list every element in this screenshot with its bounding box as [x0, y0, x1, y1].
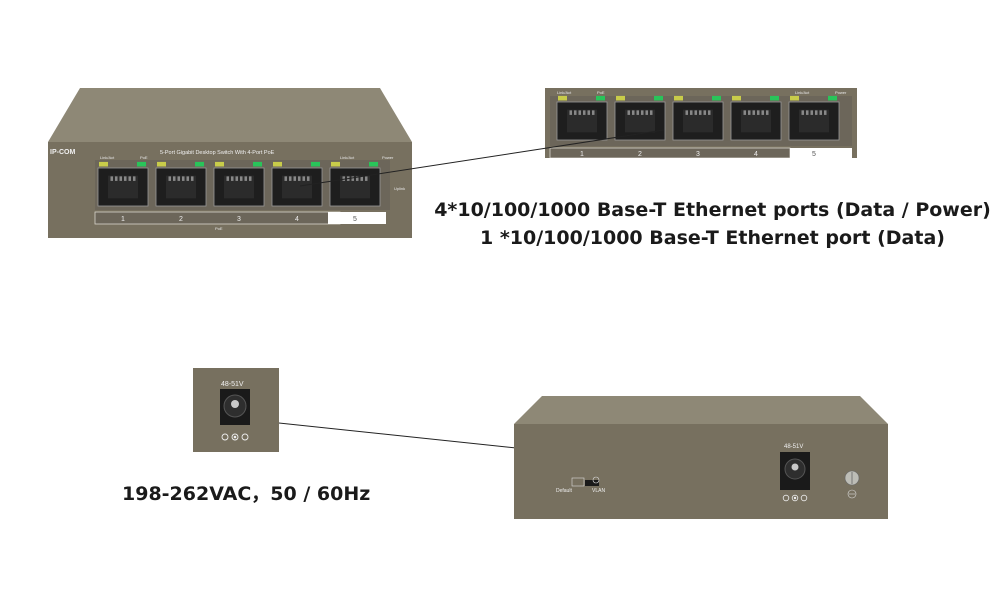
zoom-poe: PoE — [597, 90, 605, 95]
link-act-label: Link/Act — [100, 155, 115, 160]
ethernet-port-3[interactable] — [672, 101, 724, 141]
port-number-4: 4 — [754, 151, 758, 158]
ground-icon — [847, 489, 857, 499]
ports-callout-line — [299, 129, 665, 187]
ethernet-port-4[interactable] — [730, 101, 782, 141]
led-green-4 — [770, 95, 779, 101]
polarity-icon — [221, 433, 229, 441]
zoom-link-act-2: Link/Act — [795, 90, 810, 95]
dip-switch[interactable] — [585, 480, 599, 486]
link-act-label-2: Link/Act — [340, 155, 355, 160]
led-green-5 — [369, 161, 378, 167]
rear-top-face — [514, 396, 888, 424]
polarity-icon-center — [231, 433, 239, 441]
led-yellow-4 — [732, 95, 741, 101]
vlan-icon — [592, 476, 600, 484]
port-number-3: 3 — [696, 151, 700, 158]
led-yellow-3 — [674, 95, 683, 101]
power-label: Power — [382, 155, 394, 160]
default-icon — [571, 477, 585, 487]
led-green-3 — [253, 161, 262, 167]
led-yellow-2 — [157, 161, 166, 167]
uplink-label: Uplink — [394, 186, 405, 191]
port-number-5: 5 — [353, 216, 357, 223]
ethernet-port-2[interactable] — [155, 167, 207, 207]
ethernet-port-1[interactable] — [97, 167, 149, 207]
ethernet-port-3[interactable] — [213, 167, 265, 207]
port-number-2: 2 — [638, 151, 642, 158]
rear-switch-view: Default VLAN 48-51V — [514, 396, 888, 519]
front-switch-view: IP-COM 5-Port Gigabit Desktop Switch Wit… — [48, 88, 412, 238]
led-green-1 — [137, 161, 146, 167]
rear-polarity-icon — [782, 494, 790, 502]
uplink-number-box — [328, 212, 386, 224]
ports-caption: 4*10/100/1000 Base-T Ethernet ports (Dat… — [430, 196, 995, 252]
power-caption: 198-262VAC，50 / 60Hz — [122, 483, 371, 505]
led-yellow-5 — [331, 161, 340, 167]
led-green-5 — [828, 95, 837, 101]
port-number-4: 4 — [295, 216, 299, 223]
ports-caption-line1: 4*10/100/1000 Base-T Ethernet ports (Dat… — [434, 199, 991, 221]
zoom-port-group — [556, 95, 840, 141]
led-green-4 — [311, 161, 320, 167]
jack-zoom-voltage: 48-51V — [221, 381, 244, 388]
ethernet-port-1[interactable] — [556, 101, 608, 141]
front-port-group — [97, 161, 381, 207]
front-port-numbers: 1 2 3 4 5 — [121, 216, 357, 223]
zoom-port-numbers: 1 2 3 4 5 — [580, 151, 816, 158]
power-jack-zoom: 48-51V — [193, 368, 279, 452]
led-green-2 — [654, 95, 663, 101]
led-yellow-1 — [558, 95, 567, 101]
rear-face — [514, 424, 888, 519]
ethernet-port-4[interactable] — [271, 167, 323, 207]
dc-jack-pin — [231, 400, 239, 408]
led-green-1 — [596, 95, 605, 101]
ports-zoom-view: Link/Act PoE Link/Act Power 1 2 3 4 5 — [545, 88, 857, 158]
led-green-3 — [712, 95, 721, 101]
ethernet-port-5[interactable] — [788, 101, 840, 141]
model-label: 5-Port Gigabit Desktop Switch With 4-Por… — [160, 150, 275, 156]
port-number-2: 2 — [179, 216, 183, 223]
zoom-link-act: Link/Act — [557, 90, 572, 95]
port-number-1: 1 — [580, 151, 584, 158]
vlan-label: VLAN — [592, 488, 605, 494]
ethernet-port-5[interactable] — [329, 167, 381, 207]
led-yellow-4 — [273, 161, 282, 167]
port-number-5: 5 — [812, 151, 816, 158]
led-yellow-5 — [790, 95, 799, 101]
polarity-icon-right — [241, 433, 249, 441]
led-yellow-2 — [616, 95, 625, 101]
port-number-1: 1 — [121, 216, 125, 223]
led-yellow-1 — [99, 161, 108, 167]
poe-bar-label: PoE — [215, 226, 223, 231]
ethernet-port-2[interactable] — [614, 101, 666, 141]
brand-logo: IP-COM — [50, 149, 75, 156]
port-number-3: 3 — [237, 216, 241, 223]
ports-caption-line2: 1 *10/100/1000 Base-T Ethernet port (Dat… — [480, 227, 945, 249]
switch-top-face — [48, 88, 412, 142]
default-label: Default — [556, 488, 572, 494]
rear-voltage-label: 48-51V — [784, 444, 803, 450]
led-yellow-3 — [215, 161, 224, 167]
led-green-2 — [195, 161, 204, 167]
zoom-power: Power — [835, 90, 847, 95]
zoom-uplink-box — [790, 148, 852, 158]
poe-label: PoE — [140, 155, 148, 160]
